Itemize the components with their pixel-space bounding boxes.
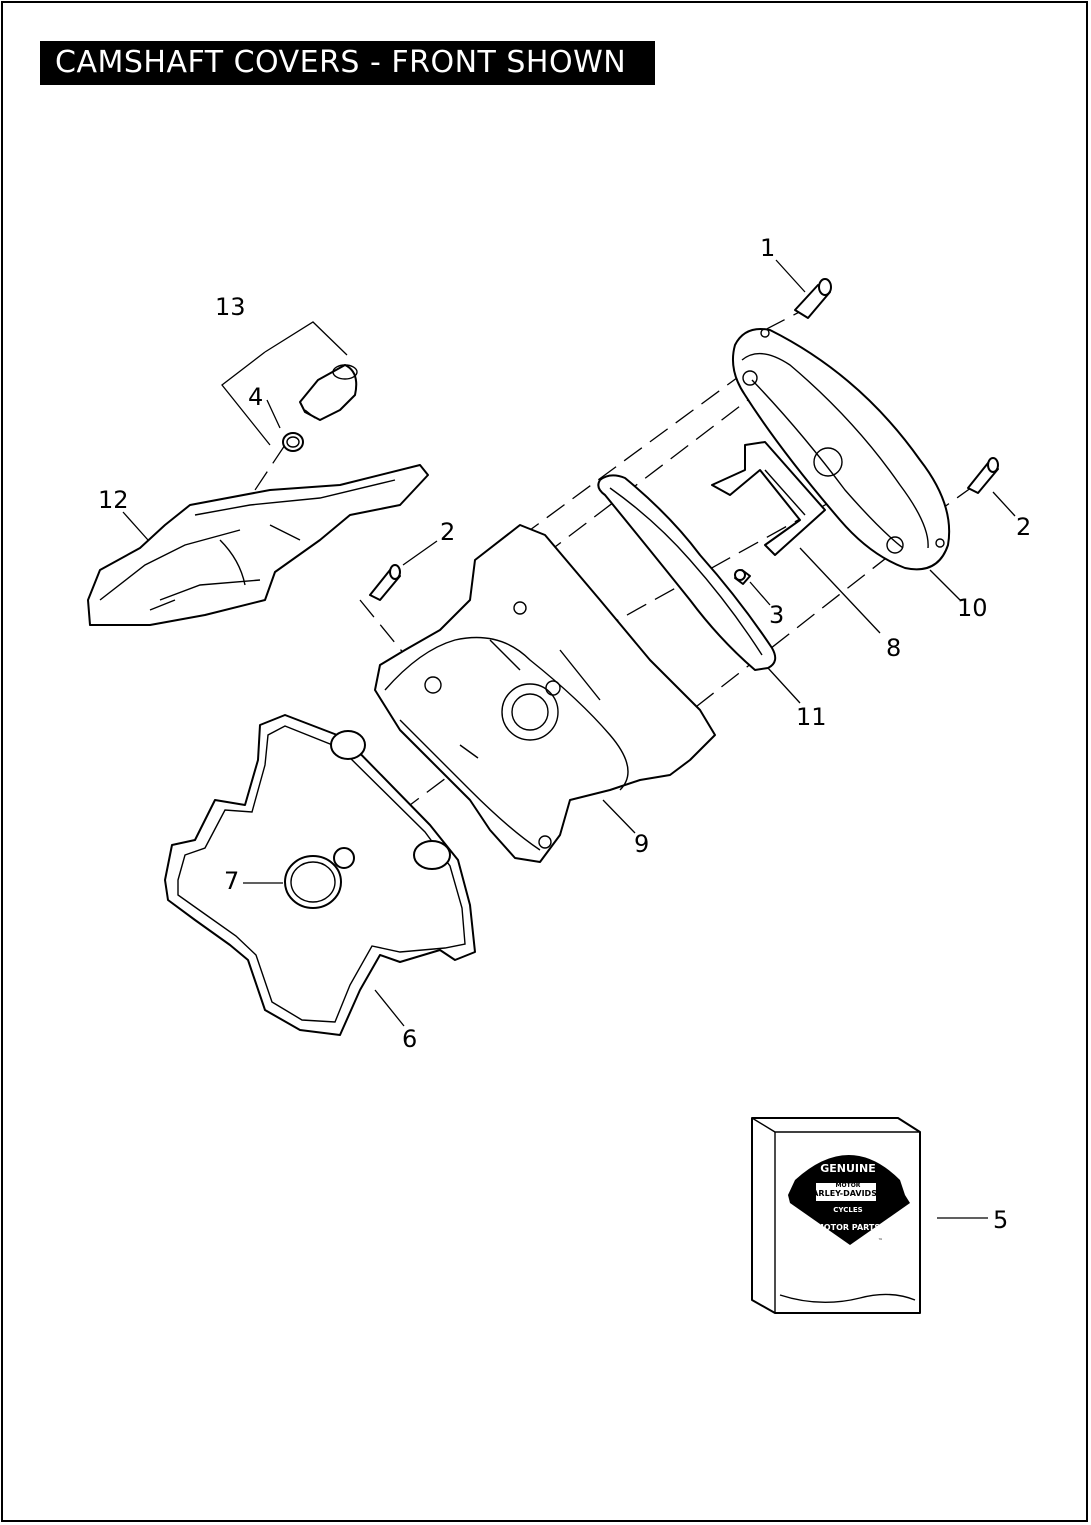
- callout-5: 5: [993, 1206, 1008, 1234]
- page-title: CAMSHAFT COVERS - FRONT SHOWN: [55, 45, 627, 80]
- part-10-outer-cover: [732, 328, 951, 571]
- part-2-screw-left: [369, 564, 401, 601]
- logo-text-bottom: MOTOR PARTS: [816, 1223, 881, 1232]
- part-7-seal: [284, 847, 355, 909]
- callout-8: 8: [886, 634, 901, 662]
- callout-1: 1: [760, 234, 775, 262]
- logo-text-upper: MOTOR: [836, 1182, 861, 1189]
- callout-4: 4: [248, 383, 263, 411]
- part-4-o-ring: [282, 432, 304, 452]
- part-11-gasket: [597, 474, 777, 671]
- leader-lines: [122, 259, 1016, 1219]
- part-13-breather-valve: [299, 364, 358, 421]
- logo-text-top: GENUINE: [820, 1162, 876, 1175]
- callout-3: 3: [769, 601, 784, 629]
- part-5-parts-package: GENUINE HARLEY-DAVIDSON MOTOR PARTS MOTO…: [751, 1117, 921, 1314]
- callout-13: 13: [215, 293, 246, 321]
- logo-text-lower: CYCLES: [833, 1206, 862, 1214]
- logo-text-tm: ™: [878, 1238, 883, 1244]
- title-bar: CAMSHAFT COVERS - FRONT SHOWN: [40, 41, 655, 85]
- part-8-bracket: [711, 441, 826, 556]
- part-2-screw-right: [967, 457, 999, 494]
- callout-2-left: 2: [440, 518, 455, 546]
- part-9-camshaft-cover: [374, 524, 716, 863]
- part-1-screw: [794, 278, 832, 319]
- callout-2-right: 2: [1016, 513, 1031, 541]
- callout-10: 10: [957, 594, 988, 622]
- callout-6: 6: [402, 1025, 417, 1053]
- part-12-side-cover: [87, 464, 429, 626]
- callout-9: 9: [634, 830, 649, 858]
- logo-text-brand: HARLEY-DAVIDSON: [806, 1189, 891, 1198]
- genuine-parts-logo: GENUINE HARLEY-DAVIDSON MOTOR PARTS MOTO…: [788, 1155, 910, 1245]
- callout-7: 7: [224, 867, 239, 895]
- callout-11: 11: [796, 703, 827, 731]
- callout-labels: 1 2 2 3 4 5 6 7 8 9 10 11 12 13: [98, 234, 1031, 1234]
- part-3-screw: [734, 569, 751, 585]
- callout-12: 12: [98, 486, 129, 514]
